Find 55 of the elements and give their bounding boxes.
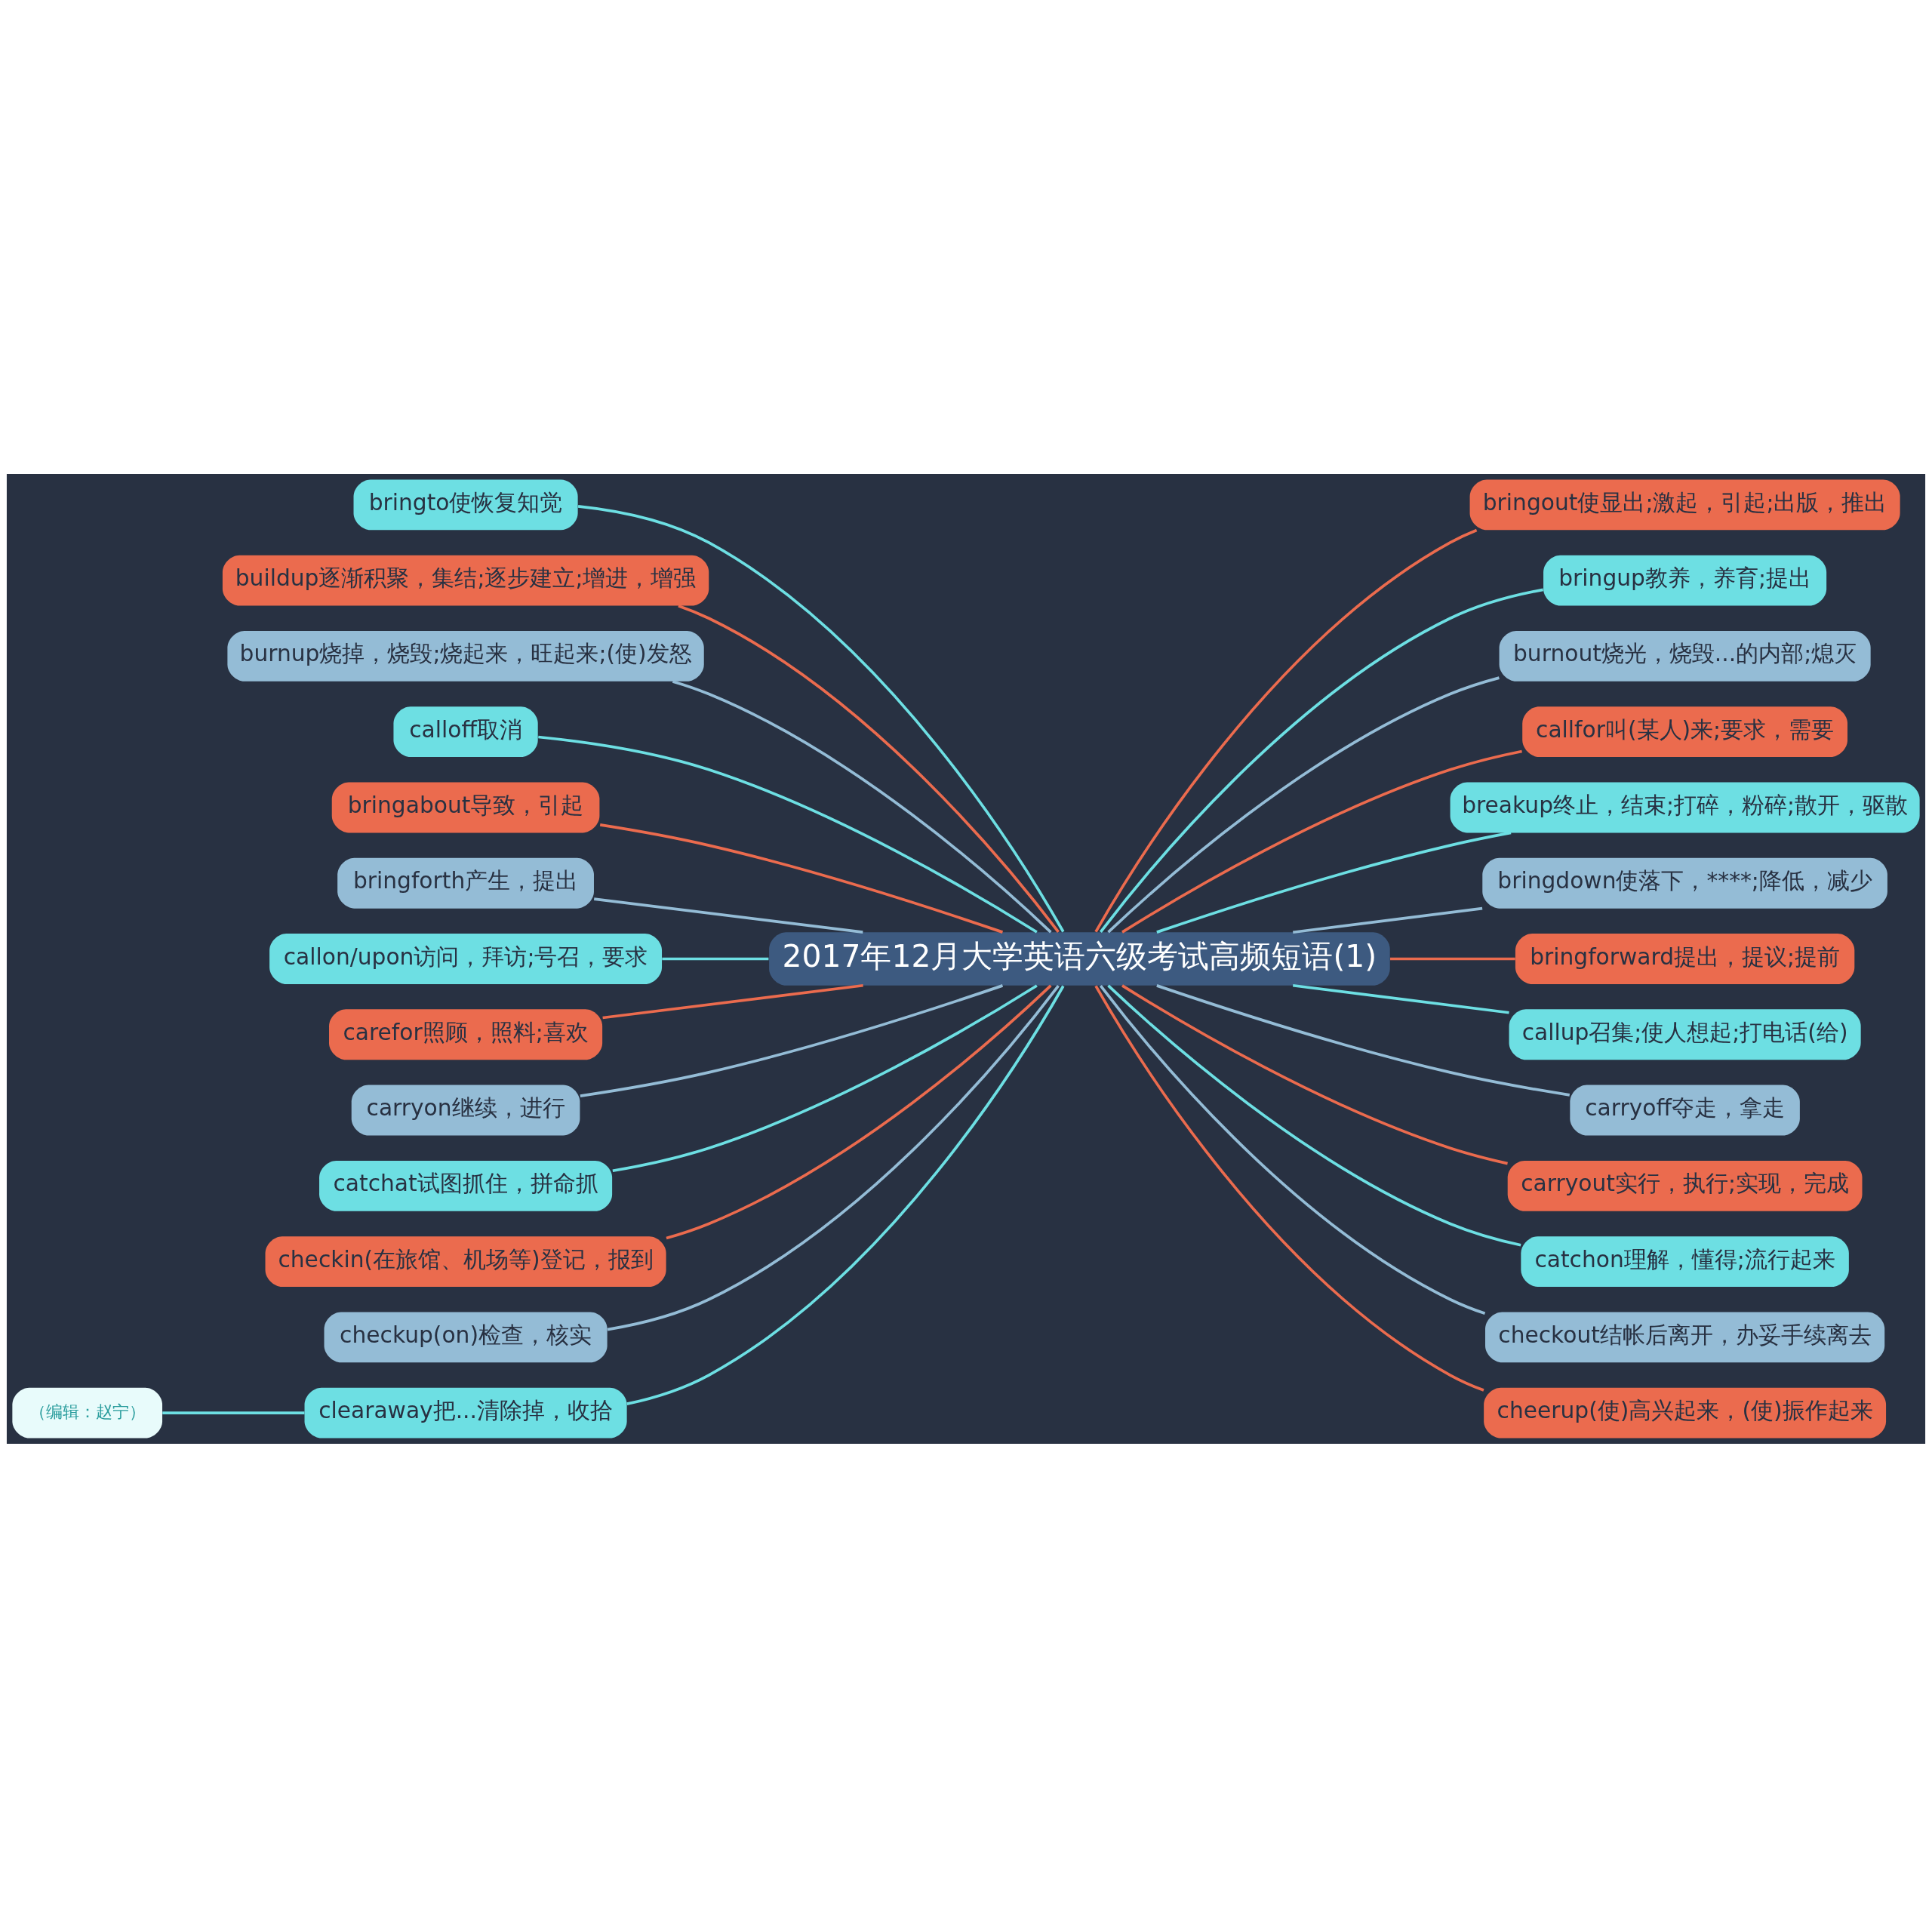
connector xyxy=(626,985,1065,1405)
node-box: bringup教养，养育;提出 xyxy=(1543,555,1827,606)
connector xyxy=(1293,983,1509,1014)
node-box: clearaway把...清除掉，收拾 xyxy=(304,1387,627,1439)
connector xyxy=(607,984,1060,1331)
connector xyxy=(1094,528,1478,933)
connector xyxy=(1107,984,1521,1247)
connector xyxy=(1156,831,1512,934)
node-box: carryoff夺走，拿走 xyxy=(1570,1085,1800,1135)
node-box: bringforward提出，提议;提前 xyxy=(1515,933,1855,984)
connector xyxy=(1293,906,1483,934)
connector xyxy=(1156,983,1571,1097)
node-box: burnup烧掉，烧毁;烧起来，旺起来;(使)发怒 xyxy=(227,630,704,682)
connector xyxy=(538,735,1038,934)
connector xyxy=(612,983,1038,1172)
node-box: callfor叫(某人)来;要求，需要 xyxy=(1522,706,1847,757)
node-box: bringout使显出;激起，引起;出版，推出 xyxy=(1469,478,1900,530)
node-box: breakup终止，结束;打碎，粉碎;散开，驱散 xyxy=(1450,782,1920,832)
connector xyxy=(1121,983,1508,1165)
node-box: checkout结帐后离开，办妥手续离去 xyxy=(1485,1311,1885,1362)
connector xyxy=(599,823,1004,934)
node-box: （编辑：赵宁） xyxy=(12,1387,163,1439)
node-box: checkin(在旅馆、机场等)登记，报到 xyxy=(265,1235,666,1287)
node-box: carefor照顾，照料;喜欢 xyxy=(329,1008,603,1060)
node-box: carryon继续，进行 xyxy=(351,1085,580,1135)
node-box: bringto使恢复知觉 xyxy=(353,478,578,530)
node-box: carryout实行，执行;实现，完成 xyxy=(1507,1160,1863,1211)
connector xyxy=(1390,957,1515,960)
node-box: bringabout导致，引起 xyxy=(331,782,600,832)
connector xyxy=(678,604,1060,933)
node-box: catchon理解，懂得;流行起来 xyxy=(1521,1235,1849,1287)
node-box: callup召集;使人想起;打电话(给) xyxy=(1509,1008,1861,1060)
node-box: cheerup(使)高兴起来，(使)振作起来 xyxy=(1484,1387,1887,1439)
connector xyxy=(593,897,863,934)
node-box: bringforth产生，提出 xyxy=(337,857,594,909)
node-box: 2017年12月大学英语六级考试高频短语(1) xyxy=(769,931,1390,986)
connector xyxy=(162,1411,305,1414)
connector xyxy=(577,504,1065,932)
connector xyxy=(1094,984,1484,1392)
node-box: calloff取消 xyxy=(393,706,538,757)
node-box: callon/upon访问，拜访;号召，要求 xyxy=(269,933,663,984)
connector xyxy=(580,983,1004,1097)
node-box: buildup逐渐积聚，集结;逐步建立;增进，增强 xyxy=(222,555,709,606)
connector xyxy=(602,983,863,1019)
connector xyxy=(1107,675,1500,933)
node-box: burnout烧光，烧毁...的内部;熄灭 xyxy=(1499,630,1871,682)
connector xyxy=(1099,984,1486,1315)
connector xyxy=(662,957,769,960)
node-box: checkup(on)检查，核实 xyxy=(324,1311,608,1362)
connector xyxy=(672,679,1052,933)
connector xyxy=(666,984,1052,1239)
connector xyxy=(1121,749,1522,934)
connector xyxy=(1099,588,1544,933)
node-box: bringdown使落下，****;降低，减少 xyxy=(1482,857,1887,909)
node-box: catchat试图抓住，拼命抓 xyxy=(319,1160,613,1211)
